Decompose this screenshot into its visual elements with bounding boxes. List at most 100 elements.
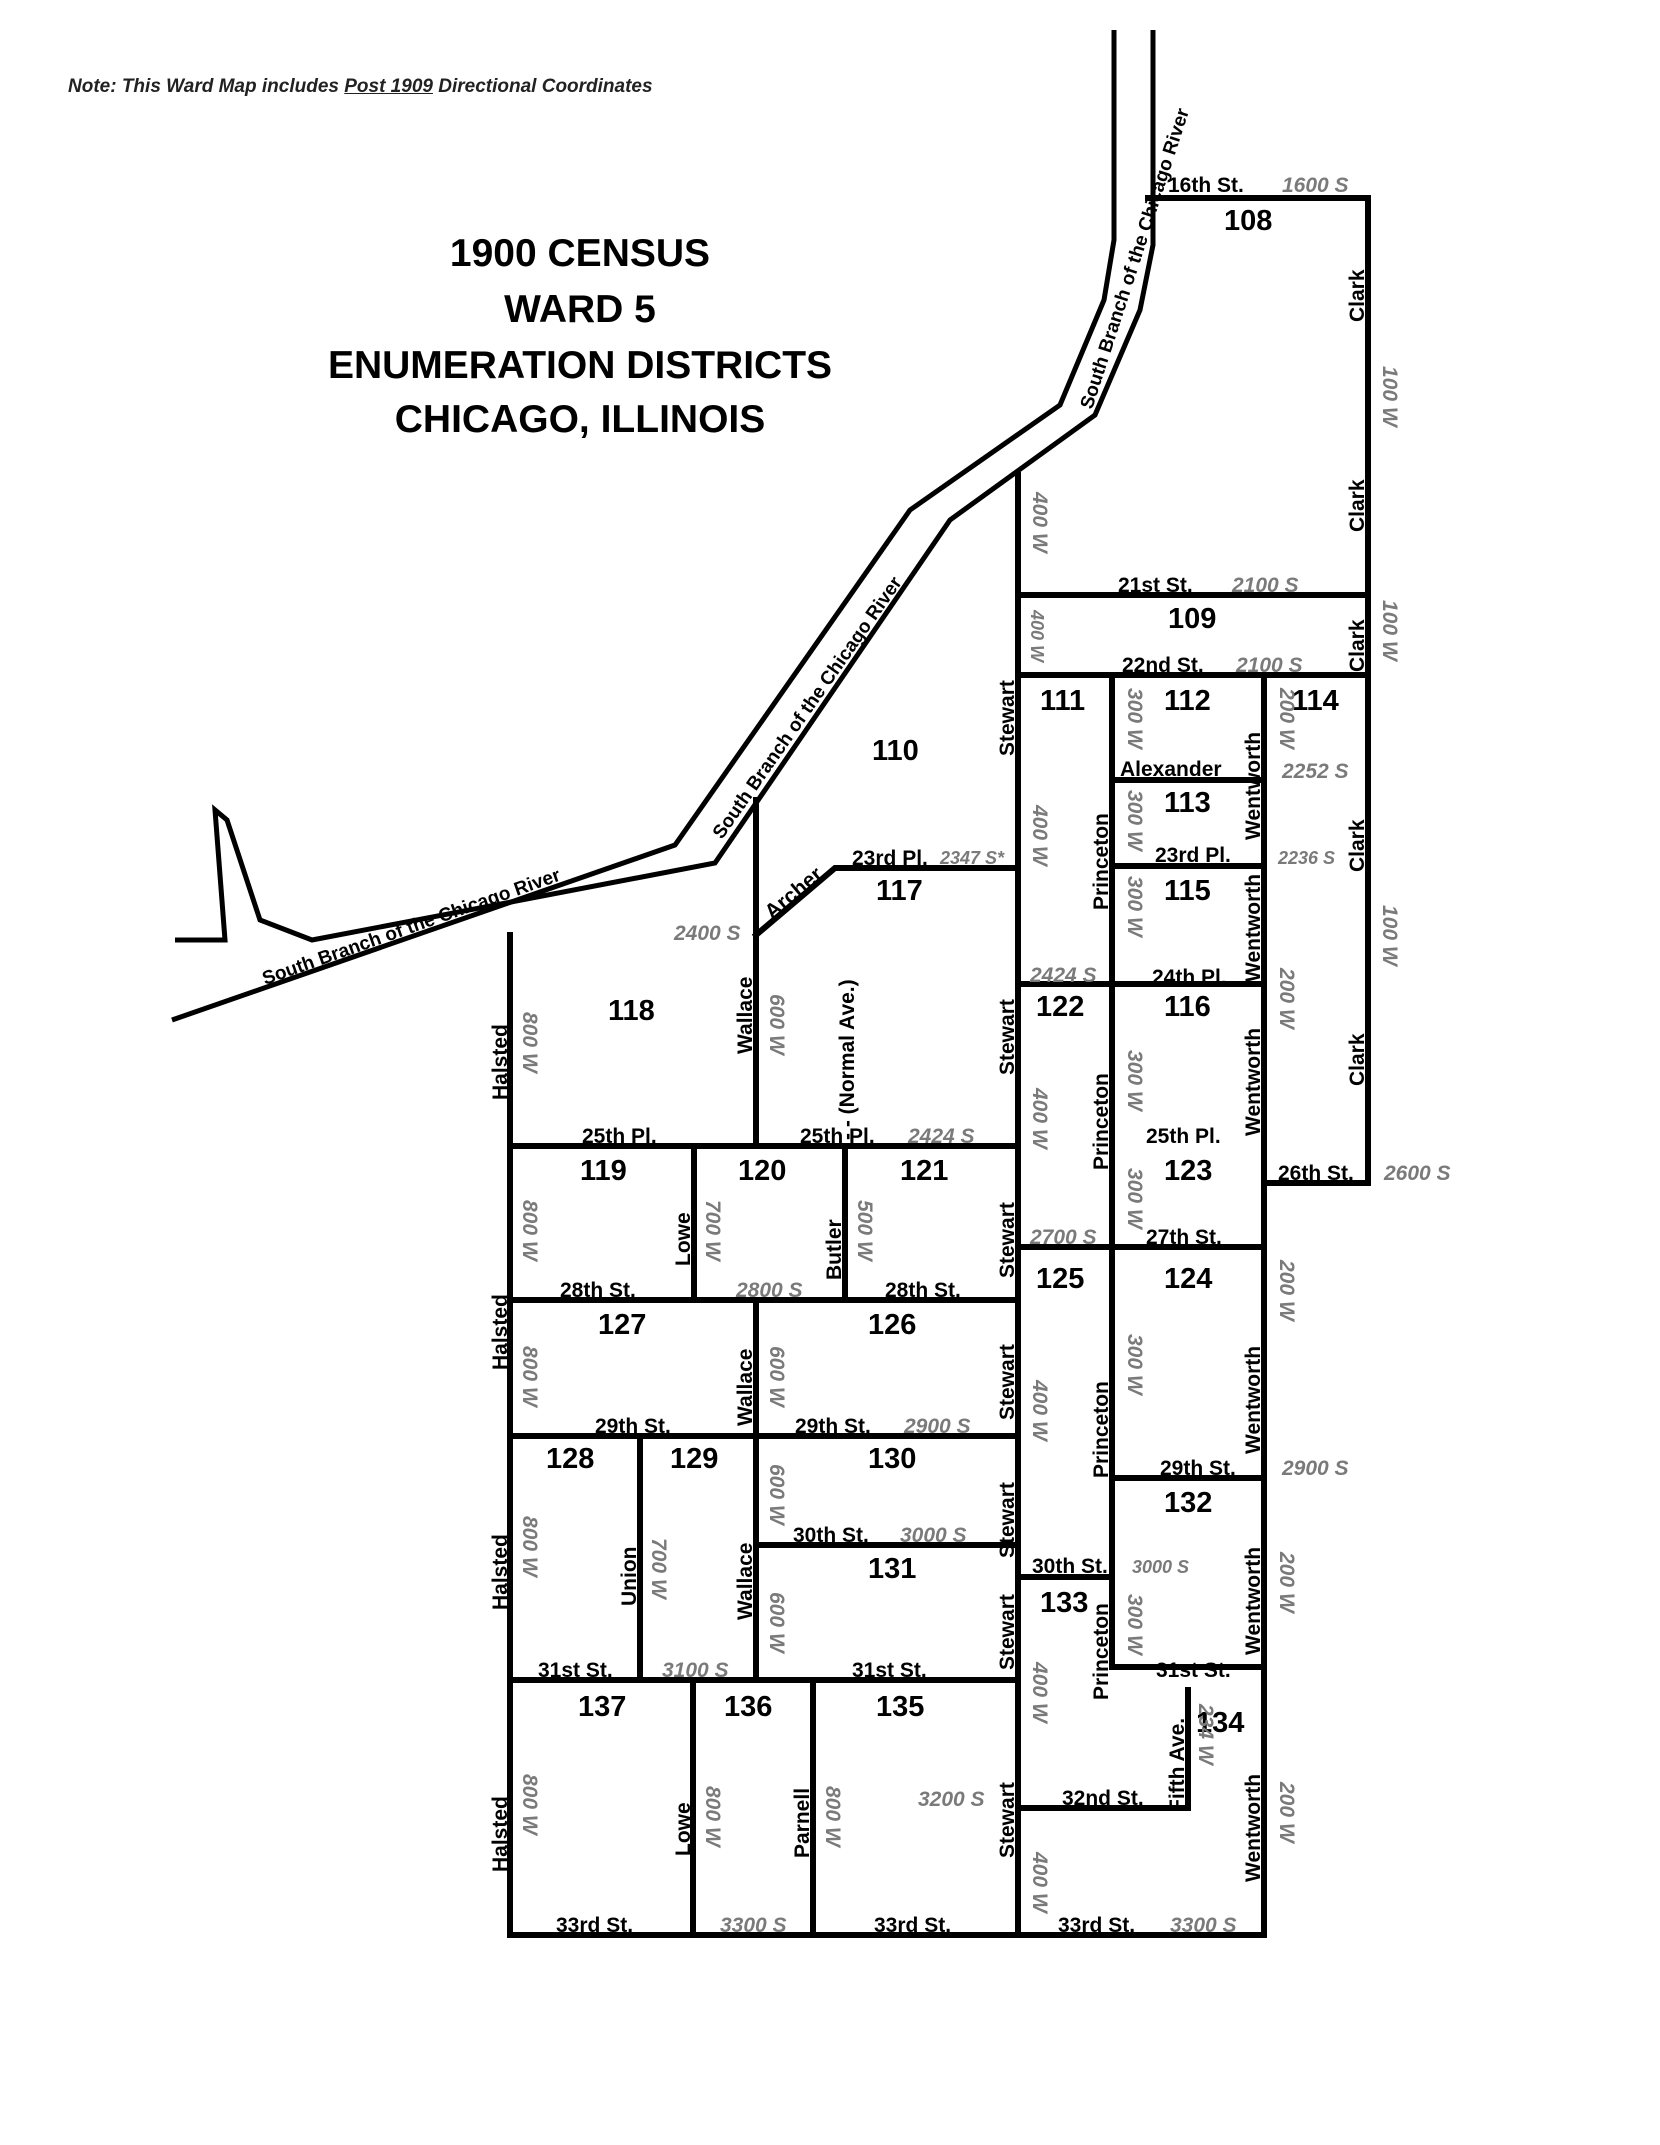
river-bank-inner [175, 30, 1156, 943]
district-122: 122 [1036, 991, 1084, 1023]
vertical-street-labels: Clark Clark Clark Clark Clark Stewart St… [489, 269, 1369, 1882]
district-118: 118 [608, 995, 655, 1027]
coord-400w-1: 400 W [1028, 491, 1051, 555]
district-113: 113 [1164, 787, 1211, 819]
street-29th-east: 29th St. [1160, 1457, 1236, 1480]
coord-2700: 2700 S [1029, 1226, 1097, 1249]
street-28th-west: 28th St. [560, 1279, 636, 1302]
district-120: 120 [738, 1155, 786, 1187]
district-127: 127 [598, 1309, 646, 1341]
street-wentworth-1: Wentworth [1242, 732, 1265, 840]
coord-800w-3: 800 W [518, 1346, 541, 1409]
coord-100w-2: 100 W [1378, 600, 1401, 663]
west-coordinates: 100 W 100 W 100 W 400 W 400 W 400 W 400 … [518, 366, 1401, 1915]
coord-700w-1: 700 W [701, 1200, 724, 1263]
coord-800w-4: 800 W [518, 1516, 541, 1579]
coord-100w-1: 100 W [1378, 366, 1401, 429]
coord-2100-b: 2100 S [1235, 654, 1303, 677]
coord-800w-5: 800 W [518, 1774, 541, 1837]
street-halsted-2: Halsted [489, 1294, 512, 1370]
street-29th-west: 29th St. [595, 1415, 671, 1438]
coord-800w-6: 800 W [701, 1786, 724, 1849]
coord-400w-4: 400 W [1028, 1087, 1051, 1151]
street-parnell: Parnell [791, 1788, 814, 1858]
street-23rd-pl-west: 23rd Pl. [852, 847, 928, 870]
coord-2252: 2252 S [1281, 760, 1349, 783]
coord-200w-1: 200 W [1275, 687, 1298, 751]
coord-600w-4: 600 W [765, 1592, 788, 1655]
street-21st: 21st St. [1118, 574, 1193, 597]
title-line-3: ENUMERATION DISTRICTS [327, 344, 833, 387]
coord-3100: 3100 S [662, 1659, 729, 1682]
coord-200w-2: 200 W [1275, 967, 1298, 1031]
street-stewart-2: Stewart [996, 999, 1019, 1075]
river-bank-outer [171, 30, 1117, 1023]
river-label-lower: South Branch of the Chicago River [260, 865, 564, 990]
district-108: 108 [1224, 205, 1272, 237]
title-line-2: WARD 5 [504, 288, 656, 331]
coord-800w-1: 800 W [518, 1012, 541, 1075]
district-123: 123 [1164, 1155, 1212, 1187]
street-normal-ave: - - (Normal Ave.) [836, 979, 859, 1140]
coord-400w-5: 400 W [1028, 1379, 1051, 1443]
street-stewart-5: Stewart [996, 1482, 1019, 1558]
coord-400w-3: 400 W [1028, 804, 1051, 868]
street-wallace-3: Wallace [734, 1543, 757, 1620]
coord-200w-5: 200 W [1275, 1781, 1298, 1845]
title-line-4: CHICAGO, ILLINOIS [394, 398, 766, 441]
street-princeton-4: Princeton [1090, 1603, 1113, 1700]
district-134: 134 [1196, 1707, 1244, 1739]
street-33rd-mid: 33rd St. [874, 1914, 951, 1937]
street-23rd-pl-east: 23rd Pl. [1155, 844, 1231, 867]
street-33rd-east: 33rd St. [1058, 1914, 1135, 1937]
street-stewart-1: Stewart [996, 680, 1019, 756]
street-30th-east: 30th St. [1032, 1555, 1108, 1578]
street-clark-3: Clark [1346, 619, 1369, 672]
street-princeton-3: Princeton [1090, 1381, 1113, 1478]
district-133: 133 [1040, 1587, 1088, 1619]
street-halsted-3: Halsted [489, 1534, 512, 1610]
river [171, 30, 1156, 1023]
coord-3000-b: 3000 S [1132, 1557, 1189, 1577]
street-stewart-3: Stewart [996, 1202, 1019, 1278]
river-label-upper: South Branch of the Chicago River [1077, 105, 1194, 411]
street-25th-pl-mid: 25th Pl. [800, 1125, 875, 1148]
coord-300w-2: 300 W [1123, 790, 1146, 853]
coord-2347: 2347 S* [939, 848, 1005, 868]
district-114: 114 [1292, 685, 1339, 717]
district-125: 125 [1036, 1263, 1084, 1295]
street-wentworth-4: Wentworth [1242, 1346, 1265, 1454]
street-26th: 26th St. [1278, 1162, 1354, 1185]
district-119: 119 [580, 1155, 627, 1187]
coord-300w-4: 300 W [1123, 1050, 1146, 1113]
note-prefix: Note: This Ward Map includes [68, 76, 345, 97]
coord-2900-a: 2900 S [903, 1415, 971, 1438]
coord-600w-2: 600 W [765, 1346, 788, 1409]
street-24th-pl: 24th Pl. [1152, 966, 1227, 989]
note-suffix: Directional Coordinates [432, 76, 653, 97]
district-130: 130 [868, 1443, 916, 1475]
coord-600w-3: 600 W [765, 1464, 788, 1527]
street-wentworth-5: Wentworth [1242, 1547, 1265, 1655]
district-109: 109 [1168, 603, 1216, 635]
coord-2100-a: 2100 S [1231, 574, 1299, 597]
coord-300w-5: 300 W [1123, 1168, 1146, 1231]
river-label-middle: South Branch of the Chicago River [709, 573, 907, 843]
coord-1600: 1600 S [1282, 174, 1349, 197]
street-stewart-6: Stewart [996, 1594, 1019, 1670]
street-clark-4: Clark [1346, 819, 1369, 872]
street-25th-pl-west: 25th Pl. [582, 1125, 657, 1148]
district-129: 129 [670, 1443, 718, 1475]
coord-2600: 2600 S [1383, 1162, 1451, 1185]
street-alexander: Alexander [1120, 758, 1222, 781]
note-underlined: Post 1909 [344, 76, 433, 97]
coord-500w: 500 W [853, 1200, 876, 1263]
street-archer: Archer [760, 863, 827, 924]
coord-400w-2: 400 W [1027, 609, 1047, 664]
street-halsted-1: Halsted [489, 1024, 512, 1100]
title-line-1: 1900 CENSUS [449, 232, 711, 275]
street-wentworth-6: Wentworth [1242, 1774, 1265, 1882]
district-110: 110 [872, 735, 919, 767]
street-union: Union [618, 1547, 641, 1606]
